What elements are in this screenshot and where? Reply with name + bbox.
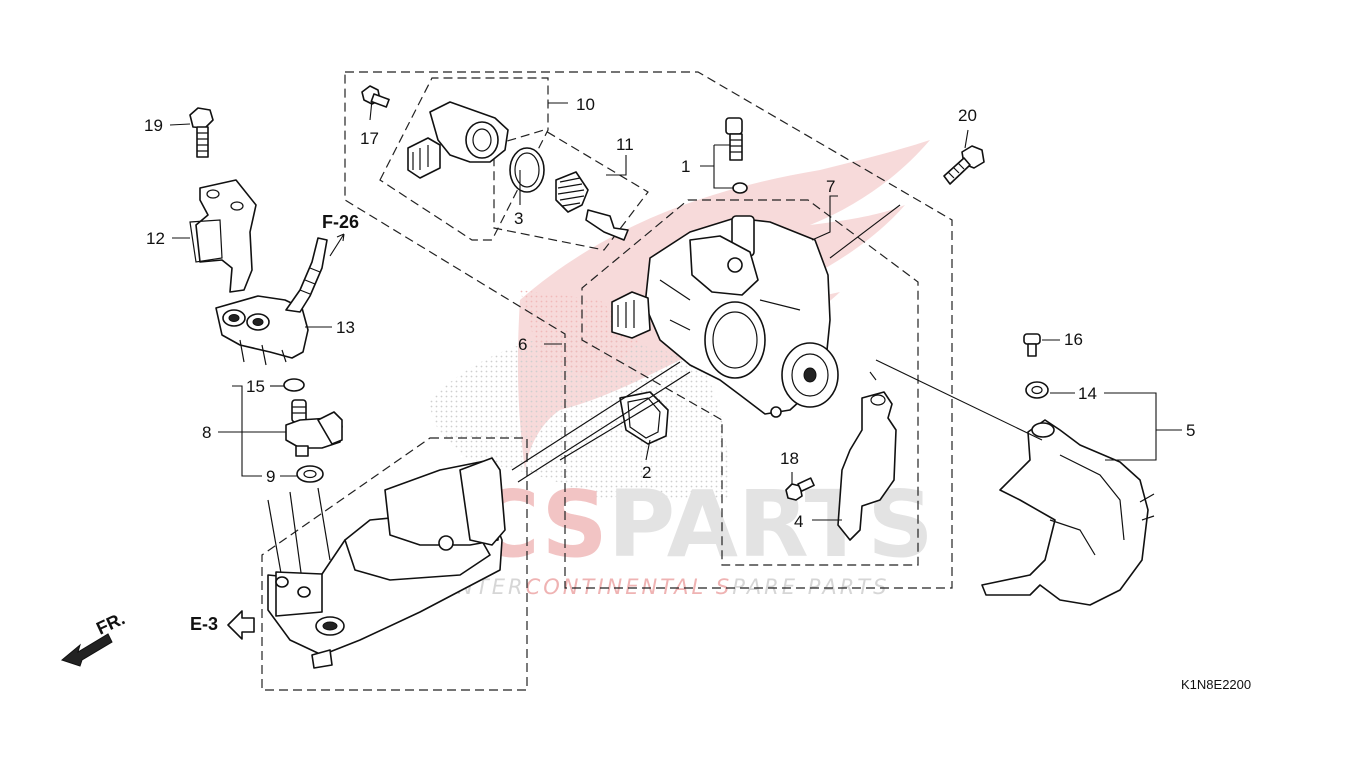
- callout-9: 9: [266, 467, 275, 486]
- callout-13: 13: [336, 318, 355, 337]
- leader-lines: [169, 99, 1182, 521]
- part-17-bolt: [361, 85, 390, 108]
- watermark-tagline-4: PARE PARTS: [732, 575, 889, 599]
- arrow-up-icon: [329, 233, 345, 257]
- callout-15: 15: [246, 377, 265, 396]
- part-13-fuel-joint: [215, 237, 328, 366]
- assembly-box-6: [344, 71, 953, 589]
- callout-4: 4: [794, 512, 803, 531]
- ref-f26: F-26: [322, 212, 359, 257]
- callout-7: 7: [826, 177, 835, 196]
- callout-2: 2: [642, 463, 651, 482]
- part-5-cover: [981, 419, 1155, 606]
- callout-19: 19: [144, 116, 163, 135]
- callout-17: 17: [360, 129, 379, 148]
- part-18-screw: [785, 477, 815, 501]
- callout-18: 18: [780, 449, 799, 468]
- front-arrow-icon: [60, 633, 113, 667]
- diagram-code: K1N8E2200: [1181, 677, 1251, 692]
- ref-e3-label: E-3: [190, 614, 218, 634]
- assembly-box-e3: [261, 437, 528, 691]
- callout-1: 1: [681, 157, 690, 176]
- watermark-dotted-red: [520, 290, 640, 380]
- assembly-box-10: [379, 77, 549, 241]
- ref-f26-label: F-26: [322, 212, 359, 232]
- part-1-bolt: [725, 117, 748, 194]
- callout-8: 8: [202, 423, 211, 442]
- part-14-washer: [1025, 381, 1049, 399]
- part-3-oring: [509, 147, 545, 193]
- front-label: FR.: [93, 608, 128, 638]
- callout-6: 6: [518, 335, 527, 354]
- callout-14: 14: [1078, 384, 1097, 403]
- intake-manifold: [267, 457, 506, 669]
- part-15-oring: [283, 378, 305, 392]
- front-indicator: FR.: [60, 608, 128, 667]
- callout-11: 11: [616, 135, 634, 154]
- callout-16: 16: [1064, 330, 1083, 349]
- part-19-bolt: [189, 107, 214, 158]
- callout-12: 12: [146, 229, 165, 248]
- callouts: 1 2 3 4 5 6 7 8 9 10 11 12 13 14 15 16 1…: [144, 95, 1195, 531]
- watermark-dotted-shadow: [430, 330, 730, 500]
- watermark-tagline-3: S: [716, 575, 732, 599]
- watermark-tagline-2: CONTINENTAL: [526, 575, 716, 599]
- part-20-bolt: [943, 145, 985, 185]
- callout-5: 5: [1186, 421, 1195, 440]
- throttle-body: [611, 215, 839, 418]
- callout-10: 10: [576, 95, 595, 114]
- callout-3: 3: [514, 209, 523, 228]
- callout-20: 20: [958, 106, 977, 125]
- assembly-box-7: [581, 199, 919, 566]
- part-2-gasket: [619, 391, 669, 445]
- part-16-screw: [1023, 333, 1041, 357]
- assembly-guide-lines: [511, 361, 691, 483]
- arrow-left-icon: [227, 610, 255, 640]
- assembly-box-11: [493, 129, 649, 251]
- part-4-stay: [837, 391, 897, 541]
- part-11-spring: [555, 171, 629, 241]
- watermark-tagline: INTERCONTINENTAL SPARE PARTS: [448, 575, 889, 599]
- part-8-injector: [285, 399, 343, 457]
- part-9-seal: [296, 465, 324, 483]
- part-12-bracket: [189, 179, 257, 293]
- ref-e3: E-3: [190, 610, 255, 640]
- part-10-sensor: [407, 101, 509, 179]
